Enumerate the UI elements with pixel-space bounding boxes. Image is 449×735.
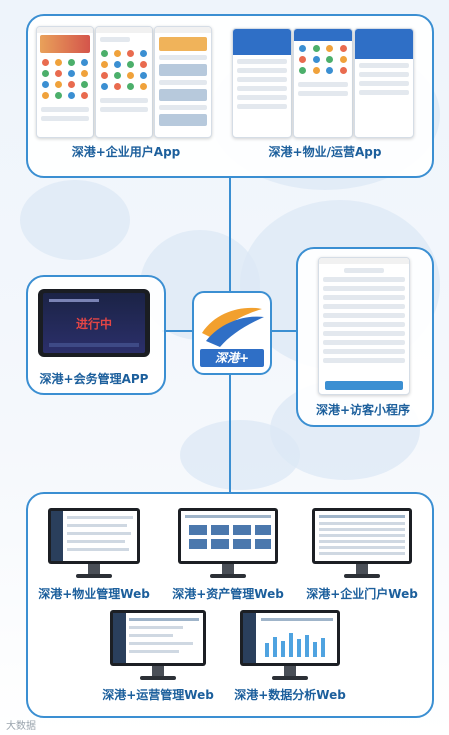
analytics-web-label: 深港+数据分析Web: [234, 688, 346, 702]
property-web-label: 深港+物业管理Web: [38, 587, 150, 601]
analytics-web-monitor: [240, 610, 340, 684]
visitor-miniprogram-screen: [318, 257, 410, 395]
property-app-screen-2: [293, 28, 353, 138]
asset-web-label: 深港+资产管理Web: [172, 587, 284, 601]
ops-web-label: 深港+运营管理Web: [102, 688, 214, 702]
meeting-status: 进行中: [75, 317, 112, 331]
portal-web-monitor: [312, 508, 412, 582]
connector-right: [268, 330, 296, 332]
enterprise-app-screen-1: [36, 26, 94, 138]
property-app-screen-3: [354, 28, 414, 138]
portal-web-label: 深港+企业门户Web: [306, 587, 418, 601]
property-web-monitor: [48, 508, 140, 582]
connector-top: [229, 176, 231, 293]
enterprise-app-screen-3: [154, 26, 212, 138]
ops-web-monitor: [110, 610, 206, 684]
asset-web-monitor: [178, 508, 278, 582]
connector-bottom: [229, 371, 231, 492]
logo-swoosh-icon: [202, 307, 264, 347]
enterprise-app-label: 深港+企业用户App: [71, 145, 181, 159]
tablet-device: 进行中: [38, 289, 150, 357]
visitor-miniprogram-label: 深港+访客小程序: [315, 403, 411, 417]
property-app-screen-1: [232, 28, 292, 138]
meeting-app-label: 深港+会务管理APP: [39, 372, 149, 386]
shengang-logo: 深港+: [192, 291, 272, 375]
property-app-label: 深港+物业/运营App: [268, 145, 382, 159]
logo-text: 深港+: [200, 349, 264, 367]
watermark: 大数据: [6, 721, 36, 732]
connector-left: [162, 330, 194, 332]
enterprise-app-screen-2: [95, 26, 153, 138]
